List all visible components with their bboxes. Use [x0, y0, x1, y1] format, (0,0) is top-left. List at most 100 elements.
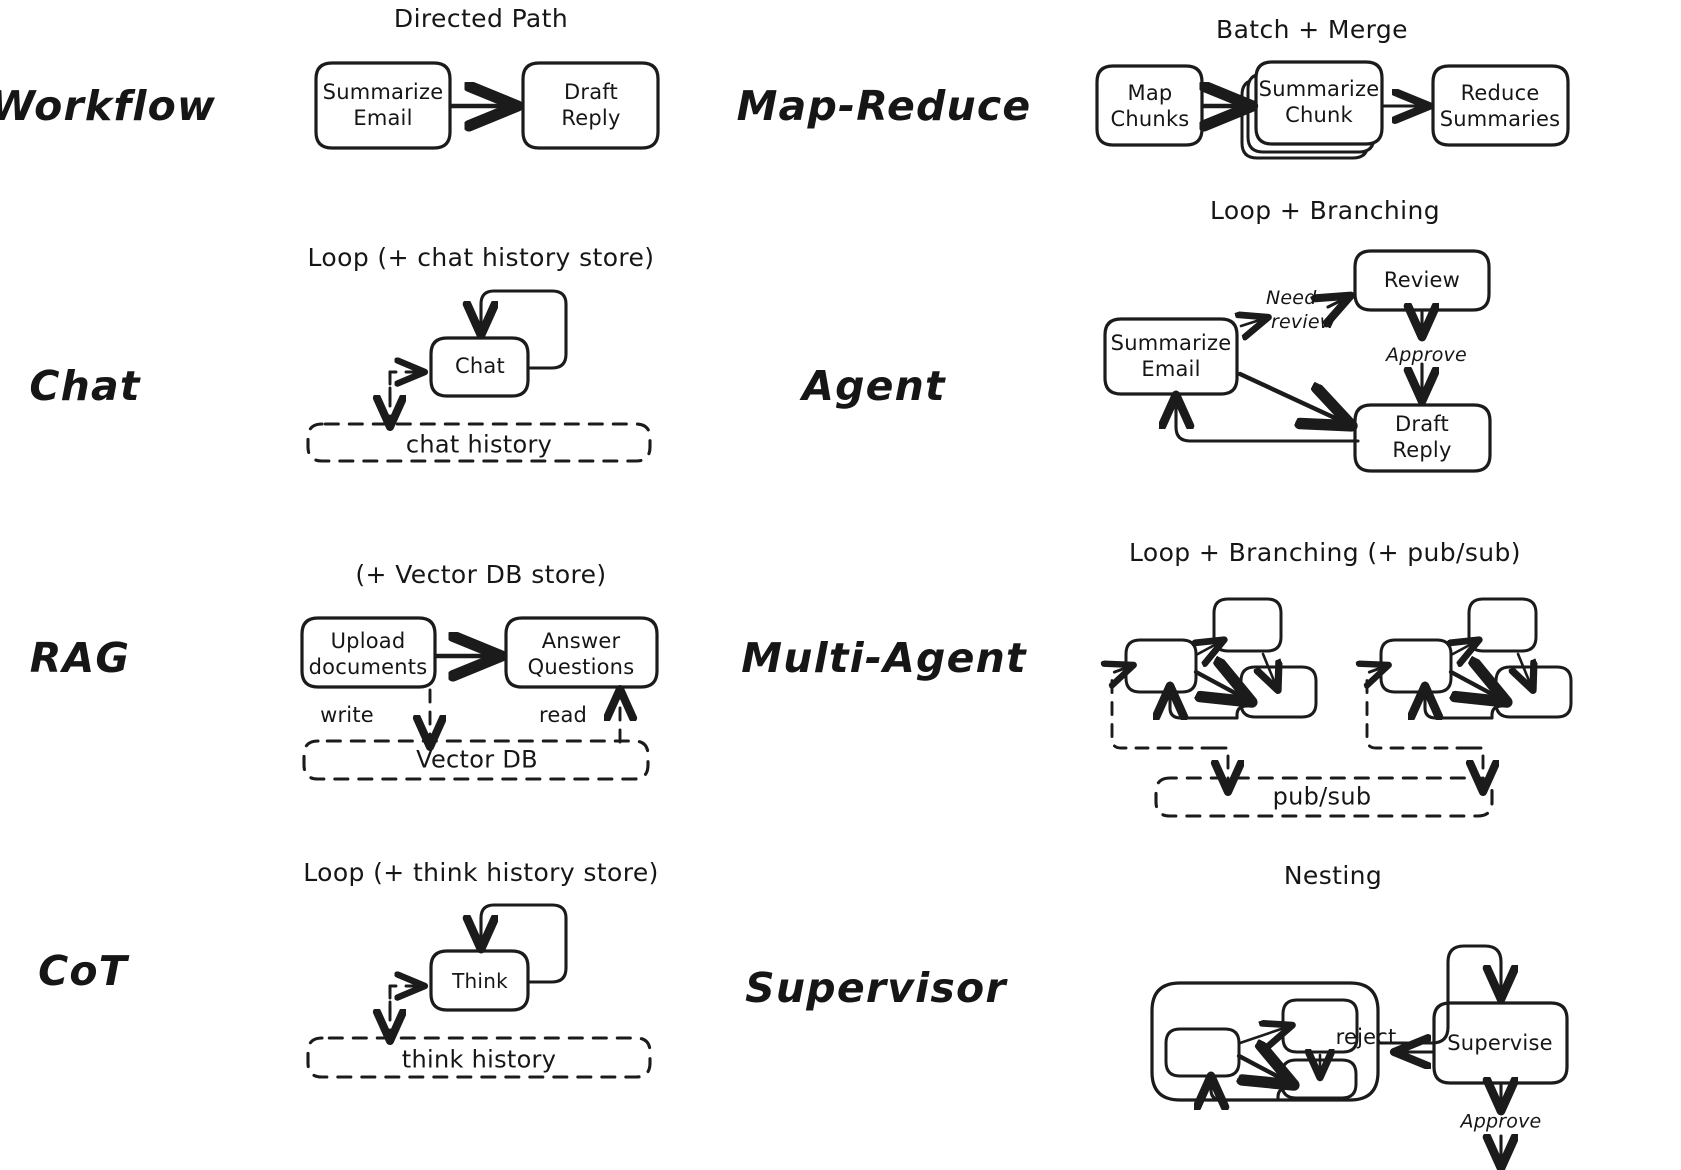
store-vector-db: [302, 739, 650, 781]
node-label-summarize-email: Summarize Email: [323, 79, 444, 132]
node-line-1: Reduce: [1460, 80, 1540, 105]
node-label-summarize-chunk: Summarize Chunk: [1259, 76, 1380, 129]
multiagent-diagram: [1112, 597, 1573, 818]
edge-history-to-think: [388, 986, 422, 1016]
rag-diagram: [300, 616, 659, 781]
node-line-1: Draft: [564, 79, 618, 104]
node-line-2: Reply: [561, 106, 621, 130]
row-label-rag: RAG: [29, 634, 131, 683]
title-batch-merge: Batch + Merge: [1216, 15, 1408, 44]
node-summarize-chunk: [1254, 60, 1384, 146]
edge-chat-self-loop: [481, 289, 568, 370]
title-loop-branching-pubsub: Loop + Branching (+ pub/sub): [1129, 538, 1521, 567]
node-chat: [429, 336, 530, 398]
node-map-chunks: [1095, 64, 1204, 147]
node-line-1: Summarize: [322, 79, 444, 104]
cluster-b-edge-right-back-to-left: [1425, 689, 1504, 718]
cluster-b-node-top: [1467, 597, 1538, 653]
node-label-upload-documents: Upload documents: [309, 628, 428, 681]
node-think: [429, 949, 530, 1012]
node-label-review: Review: [1383, 268, 1461, 293]
edge-label-approve: Approve: [1386, 344, 1467, 366]
cluster-a-edge-left-to-right: [1193, 672, 1248, 700]
cluster-a-edge-left-to-top: [1196, 641, 1222, 655]
supervisor-inner-node-top: [1281, 998, 1359, 1054]
cluster-b-node-left: [1379, 638, 1453, 694]
node-upload-documents: [300, 616, 437, 689]
node-line-1: Answer: [541, 628, 621, 653]
node-line-2: Email: [1141, 357, 1201, 381]
edge-summarize-to-review: [1241, 318, 1266, 326]
node-line-2: Email: [353, 106, 413, 130]
node-label-map-chunks: Map Chunks: [1111, 80, 1190, 133]
store-label-think-history: think history: [401, 1045, 557, 1074]
edge-label-review: review: [1271, 311, 1336, 333]
node-draft-reply: [521, 61, 660, 150]
store-label-pubsub: pub/sub: [1272, 782, 1372, 811]
store-label-vector-db: Vector DB: [416, 745, 538, 774]
row-label-supervisor: Supervisor: [745, 964, 1007, 1013]
agent-diagram: [1103, 249, 1492, 473]
row-label-cot: CoT: [38, 947, 128, 996]
title-loop-think-history: Loop (+ think history store): [303, 858, 659, 887]
node-answer-questions: [504, 616, 659, 689]
cluster-b-edge-out-to-bus: [1469, 746, 1483, 789]
node-line-1: Map: [1127, 80, 1173, 105]
node-label-summarize-email-agent: Summarize Email: [1111, 330, 1232, 383]
node-label-reduce-summaries: Reduce Summaries: [1440, 80, 1561, 133]
node-label-think: Think: [452, 968, 508, 993]
supervisor-edge-bottom-back-to-left: [1211, 1079, 1290, 1100]
store-chat-history: [306, 422, 652, 463]
cluster-a-edge-right-back-to-left: [1170, 689, 1249, 718]
node-line-2: Chunk: [1285, 103, 1353, 127]
edge-think-self-loop: [481, 903, 568, 984]
store-pubsub: [1154, 776, 1494, 818]
node-label-draft-reply: Draft Reply: [561, 79, 620, 132]
node-line-1: Summarize: [1258, 76, 1380, 101]
edge-summarize-to-draft-agent: [1237, 371, 1348, 424]
edge-label-reject: reject: [1335, 1025, 1397, 1050]
node-line-1: Draft: [1395, 411, 1449, 436]
cluster-a-edge-out-to-bus: [1214, 746, 1228, 789]
chat-diagram: [306, 289, 652, 463]
node-line-2: documents: [308, 655, 428, 679]
node-line-2: Questions: [527, 655, 635, 679]
row-label-multi-agent: Multi-Agent: [741, 634, 1027, 683]
title-vector-db-store: (+ Vector DB store): [355, 560, 607, 589]
node-label-draft-reply-agent: Draft Reply: [1392, 411, 1451, 464]
title-nesting: Nesting: [1283, 861, 1383, 890]
node-label-supervise: Supervise: [1447, 1031, 1553, 1056]
store-think-history: [306, 1036, 652, 1079]
edge-label-read: read: [538, 703, 588, 728]
supervisor-edge-left-to-bottom: [1239, 1056, 1290, 1083]
title-loop-branching: Loop + Branching: [1209, 196, 1441, 225]
node-line-2: Summaries: [1439, 107, 1561, 131]
supervisor-diagram: [1150, 944, 1569, 1165]
supervisor-inner-node-left: [1164, 1027, 1241, 1078]
cluster-a-node-right: [1239, 665, 1318, 719]
cluster-b-edge-left-to-right: [1448, 672, 1503, 700]
node-label-chat: Chat: [455, 354, 505, 379]
cluster-b-edge-left-to-top: [1451, 641, 1477, 655]
node-reduce-summaries: [1431, 64, 1570, 147]
mapreduce-diagram: [1095, 60, 1570, 160]
node-line-1: Upload: [330, 628, 406, 653]
multiagent-cluster-b: [1367, 597, 1573, 789]
edge-draft-back-to-summarize: [1176, 398, 1360, 443]
node-line-2: Reply: [1392, 438, 1452, 462]
row-label-workflow: Workflow: [0, 82, 217, 131]
node-review: [1353, 249, 1491, 312]
edge-need-review-arrow: [1328, 297, 1348, 307]
edge-label-approve-supervisor: Approve: [1460, 1110, 1542, 1133]
cluster-a-node-left: [1124, 638, 1198, 694]
title-loop-chat-history: Loop (+ chat history store): [307, 243, 655, 272]
row-label-chat: Chat: [29, 362, 141, 411]
edge-label-write: write: [320, 703, 374, 728]
title-directed-path: Directed Path: [393, 4, 569, 33]
node-summarize-email: [314, 61, 452, 150]
row-label-map-reduce: Map-Reduce: [736, 82, 1032, 131]
node-label-answer-questions: Answer Questions: [528, 628, 635, 681]
multiagent-cluster-a: [1112, 597, 1318, 789]
cluster-a-edge-in-from-bus: [1112, 666, 1216, 750]
store-label-chat-history: chat history: [405, 430, 553, 459]
